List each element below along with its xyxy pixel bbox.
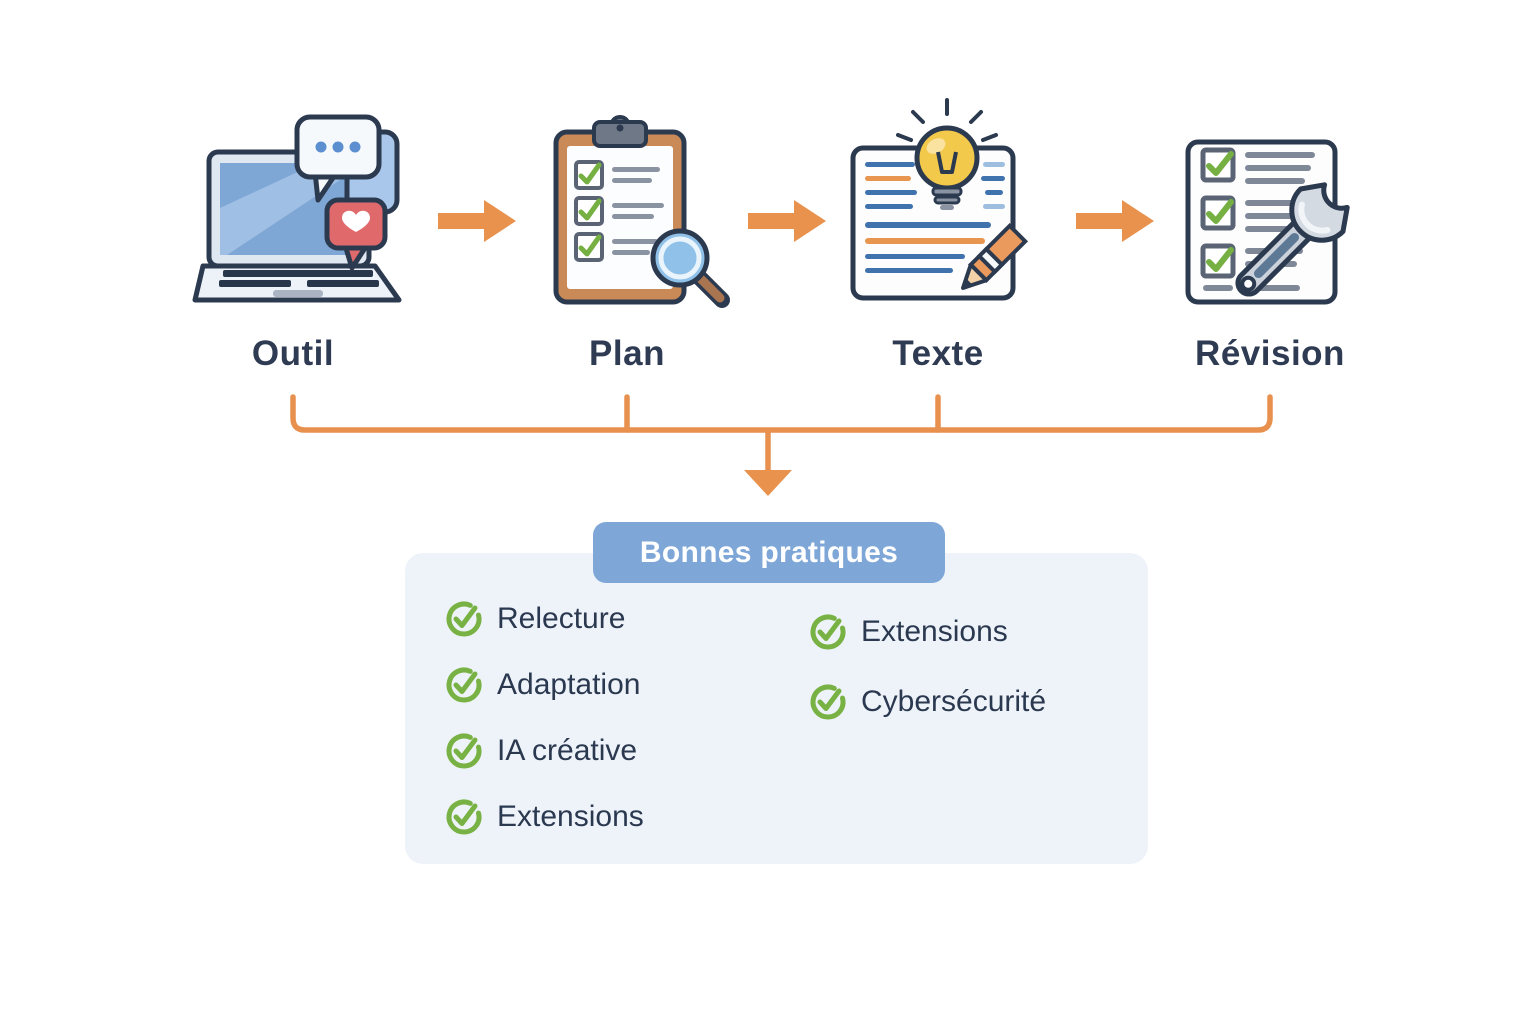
list-item-label: Adaptation (497, 668, 641, 701)
flow-arrow-3 (1076, 200, 1154, 242)
best-practices-panel (405, 553, 1148, 864)
checklist-wrench-icon (1185, 135, 1380, 310)
best-practices-title: Bonnes pratiques (593, 522, 945, 583)
list-item-label: Extensions (861, 615, 1008, 648)
step-label-plan: Plan (589, 334, 665, 373)
step-label-outil: Outil (251, 334, 335, 373)
list-item: IA créative (444, 731, 637, 771)
list-item: Cybersécurité (808, 682, 1046, 722)
circled-check-icon (808, 612, 848, 652)
circled-check-icon (444, 731, 484, 771)
circled-check-icon (808, 682, 848, 722)
list-item: Extensions (808, 612, 1008, 652)
list-item: Adaptation (444, 665, 640, 705)
list-item: Relecture (444, 599, 625, 639)
circled-check-icon (444, 599, 484, 639)
flow-arrow-1 (438, 200, 516, 242)
clipboard-checklist-magnifier-icon (550, 115, 735, 313)
list-item-label: IA créative (497, 734, 638, 767)
laptop-chat-icon (192, 112, 407, 312)
down-arrowhead (744, 470, 792, 496)
list-item-label: Extensions (497, 800, 644, 833)
document-lightbulb-pencil-icon (845, 92, 1029, 307)
list-item-label: Cybersécurité (861, 685, 1047, 718)
flow-arrow-2 (748, 200, 826, 242)
step-label-revision: Révision (1195, 334, 1345, 373)
list-item: Extensions (444, 797, 644, 837)
step-label-texte: Texte (892, 334, 984, 373)
bracket-connector (270, 388, 1300, 503)
circled-check-icon (444, 797, 484, 837)
list-item-label: Relecture (497, 602, 626, 635)
circled-check-icon (444, 665, 484, 705)
